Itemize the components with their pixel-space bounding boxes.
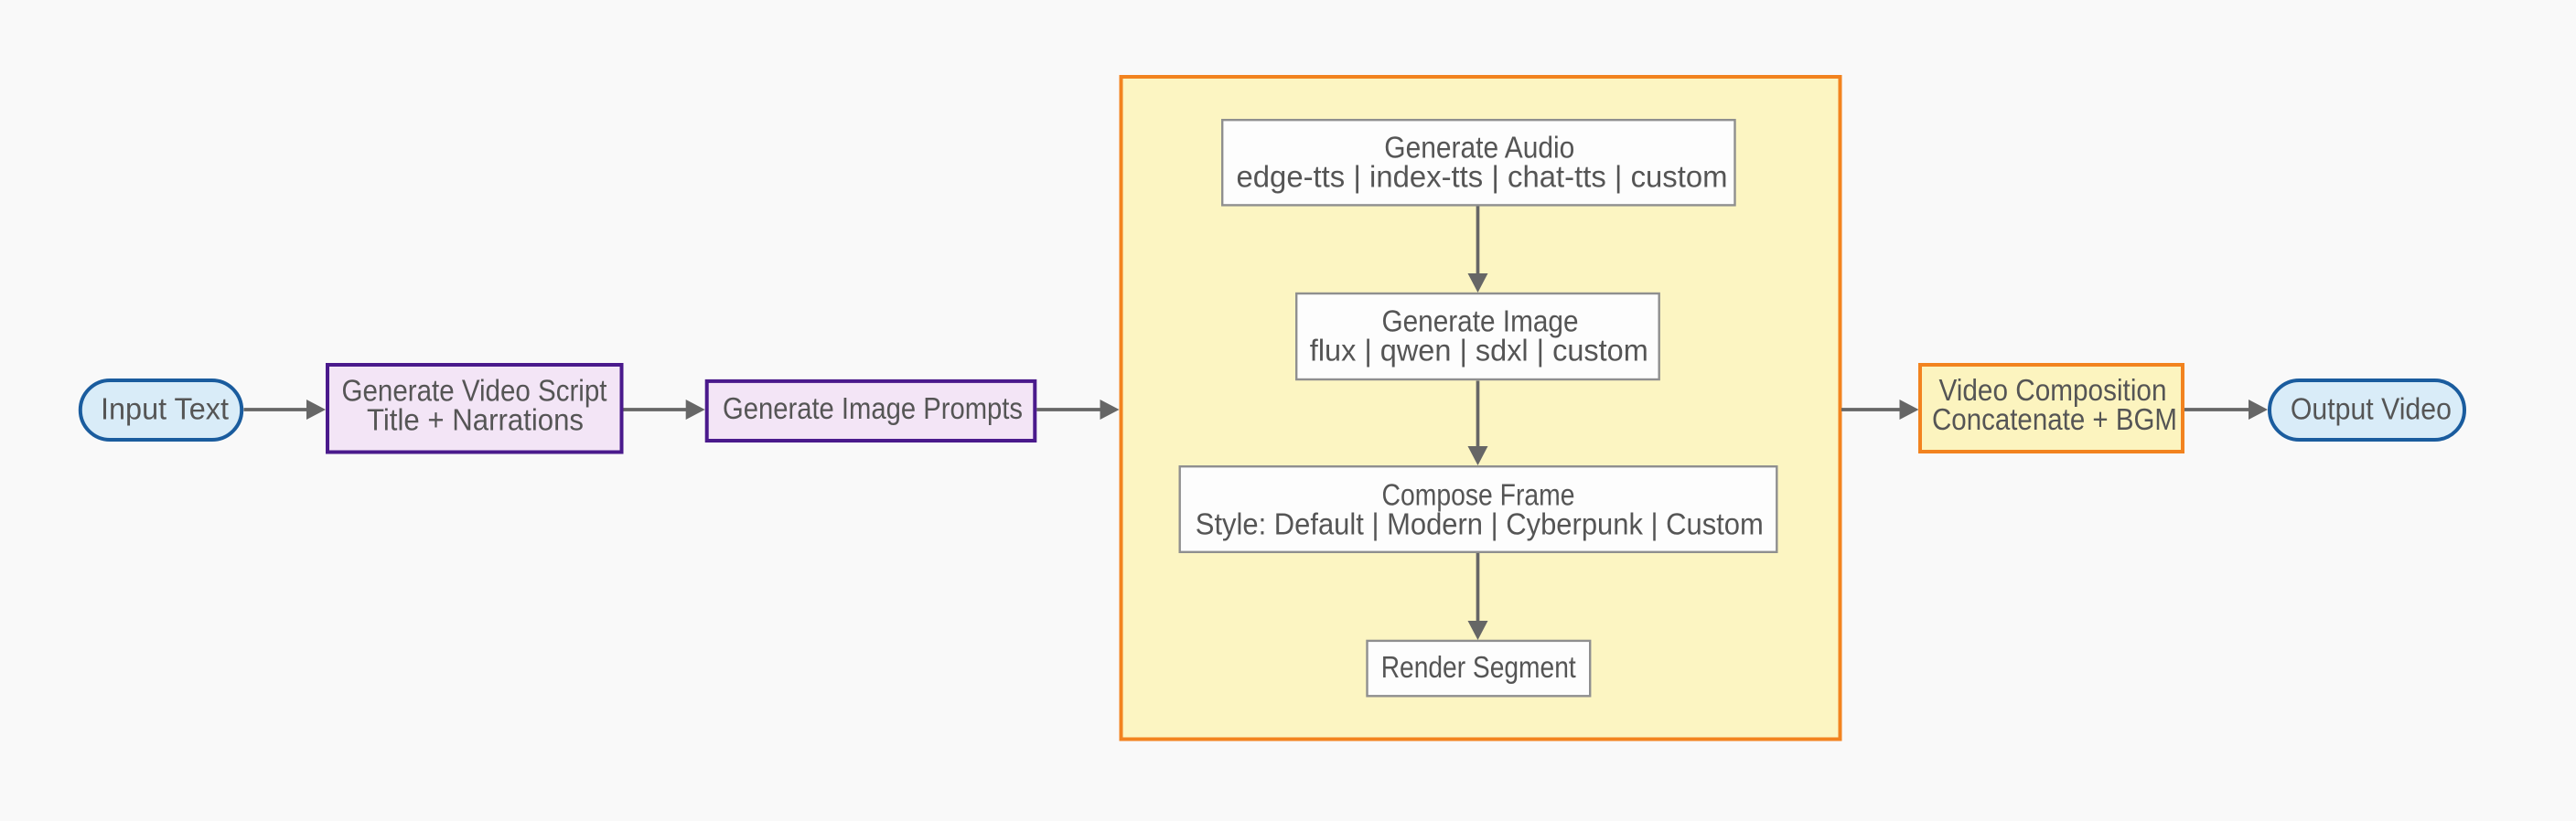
svg-text:Generate Image Prompts: Generate Image Prompts [723,391,1023,425]
svg-text:Render Segment: Render Segment [1381,650,1576,684]
svg-text:Input Text: Input Text [101,392,229,426]
svg-text:Video Composition: Video Composition [1939,373,2167,407]
svg-text:Compose Frame: Compose Frame [1382,478,1575,512]
svg-text:Output Video: Output Video [2291,392,2452,426]
svg-text:Title + Narrations: Title + Narrations [367,402,584,436]
svg-text:flux | qwen | sdxl | custom: flux | qwen | sdxl | custom [1310,333,1648,367]
svg-text:Generate Image: Generate Image [1382,304,1579,337]
svg-text:Generate Audio: Generate Audio [1384,131,1574,165]
svg-text:Generate Video Script: Generate Video Script [342,373,607,407]
svg-text:Style: Default | Modern | Cybe: Style: Default | Modern | Cyberpunk | Cu… [1196,506,1764,540]
svg-text:Concatenate + BGM: Concatenate + BGM [1932,402,2177,436]
svg-text:edge-tts | index-tts | chat-tt: edge-tts | index-tts | chat-tts | custom [1237,160,1728,194]
